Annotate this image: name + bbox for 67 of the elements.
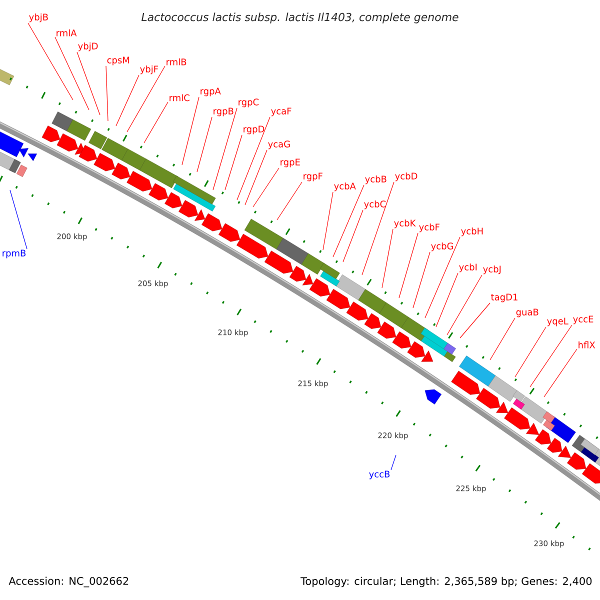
gene-label: ycbG: [431, 242, 454, 252]
gene-label: ybjD: [78, 42, 98, 52]
leader-line: [10, 190, 28, 250]
leader-line: [490, 318, 516, 360]
leader-line: [54, 36, 90, 110]
leader-line: [390, 454, 396, 470]
leader-line: [530, 324, 572, 388]
leader-line: [182, 96, 200, 166]
gene-label: rgpC: [238, 98, 259, 108]
gene-label: rgpE: [280, 158, 300, 168]
leader-line: [342, 210, 364, 262]
gene-label: hflX: [578, 341, 596, 348]
gene-label: ybjF: [140, 66, 158, 74]
leader-line: [446, 274, 482, 336]
leader-line: [382, 228, 394, 288]
leader-line: [514, 326, 546, 378]
genome-info-text: Accession: NC_002662: [8, 576, 128, 588]
gene-label: rmlA: [56, 29, 77, 36]
leader-line: [424, 236, 460, 318]
gene-label: ycbJ: [483, 266, 501, 274]
gene-label: rmlB: [166, 58, 186, 66]
leader-line: [28, 22, 74, 100]
gene-label: rgpB: [214, 108, 234, 116]
leader-line: [460, 302, 490, 338]
gene-label: ycbD: [395, 172, 418, 182]
gene-label: rpmB: [2, 250, 26, 258]
leader-line: [212, 108, 238, 190]
leader-line: [276, 182, 302, 220]
leader-line: [196, 116, 212, 172]
gene-label: ycaG: [268, 140, 290, 150]
leader-line: [144, 102, 168, 144]
leader-line: [116, 74, 140, 126]
leader-line: [236, 116, 270, 200]
gene-label: yccB: [369, 470, 390, 480]
gene-label: rgpA: [200, 88, 221, 96]
leader-line: [252, 168, 280, 208]
gene-label: cpsM: [107, 56, 130, 66]
gene-label: rgpD: [244, 126, 264, 134]
title: Lactococcus lactis subsp. lactis Il1403, complete genome: [142, 12, 458, 24]
leader-line: [436, 272, 458, 328]
leader-line: [332, 184, 364, 258]
gene-label: ycbK: [394, 220, 416, 228]
gene-label: yqeL: [547, 318, 568, 326]
leader-line: [106, 66, 108, 122]
gene-label: ycbB: [365, 176, 386, 184]
gene-label: ycbC: [364, 200, 386, 210]
leader-line: [76, 52, 100, 116]
leader-line: [224, 134, 242, 190]
gene-label: ycbI: [459, 264, 477, 272]
genome-info-text: Topology: circular; Length: 2,365,589 bp; Genes: 2,400: [300, 576, 592, 588]
gene-label: tagD1: [491, 294, 518, 302]
gene-label: ybjB: [29, 14, 48, 22]
leader-line: [362, 182, 394, 276]
gene-label: guaB: [516, 308, 538, 318]
gene-label: rgpF: [304, 172, 322, 182]
gene-label: ycbH: [461, 228, 483, 236]
leader-line: [398, 232, 418, 298]
leader-line: [126, 66, 166, 132]
gene-label: ycaF: [271, 108, 292, 116]
gene-label: rmlC: [170, 94, 190, 102]
gene-label: ycbA: [334, 182, 356, 192]
gene-label: yccE: [573, 316, 594, 324]
gene-label: ycbF: [419, 224, 440, 232]
leader-line: [244, 150, 268, 206]
leader-line: [544, 348, 578, 398]
leader-line: [412, 252, 430, 308]
leader-line: [322, 192, 334, 250]
